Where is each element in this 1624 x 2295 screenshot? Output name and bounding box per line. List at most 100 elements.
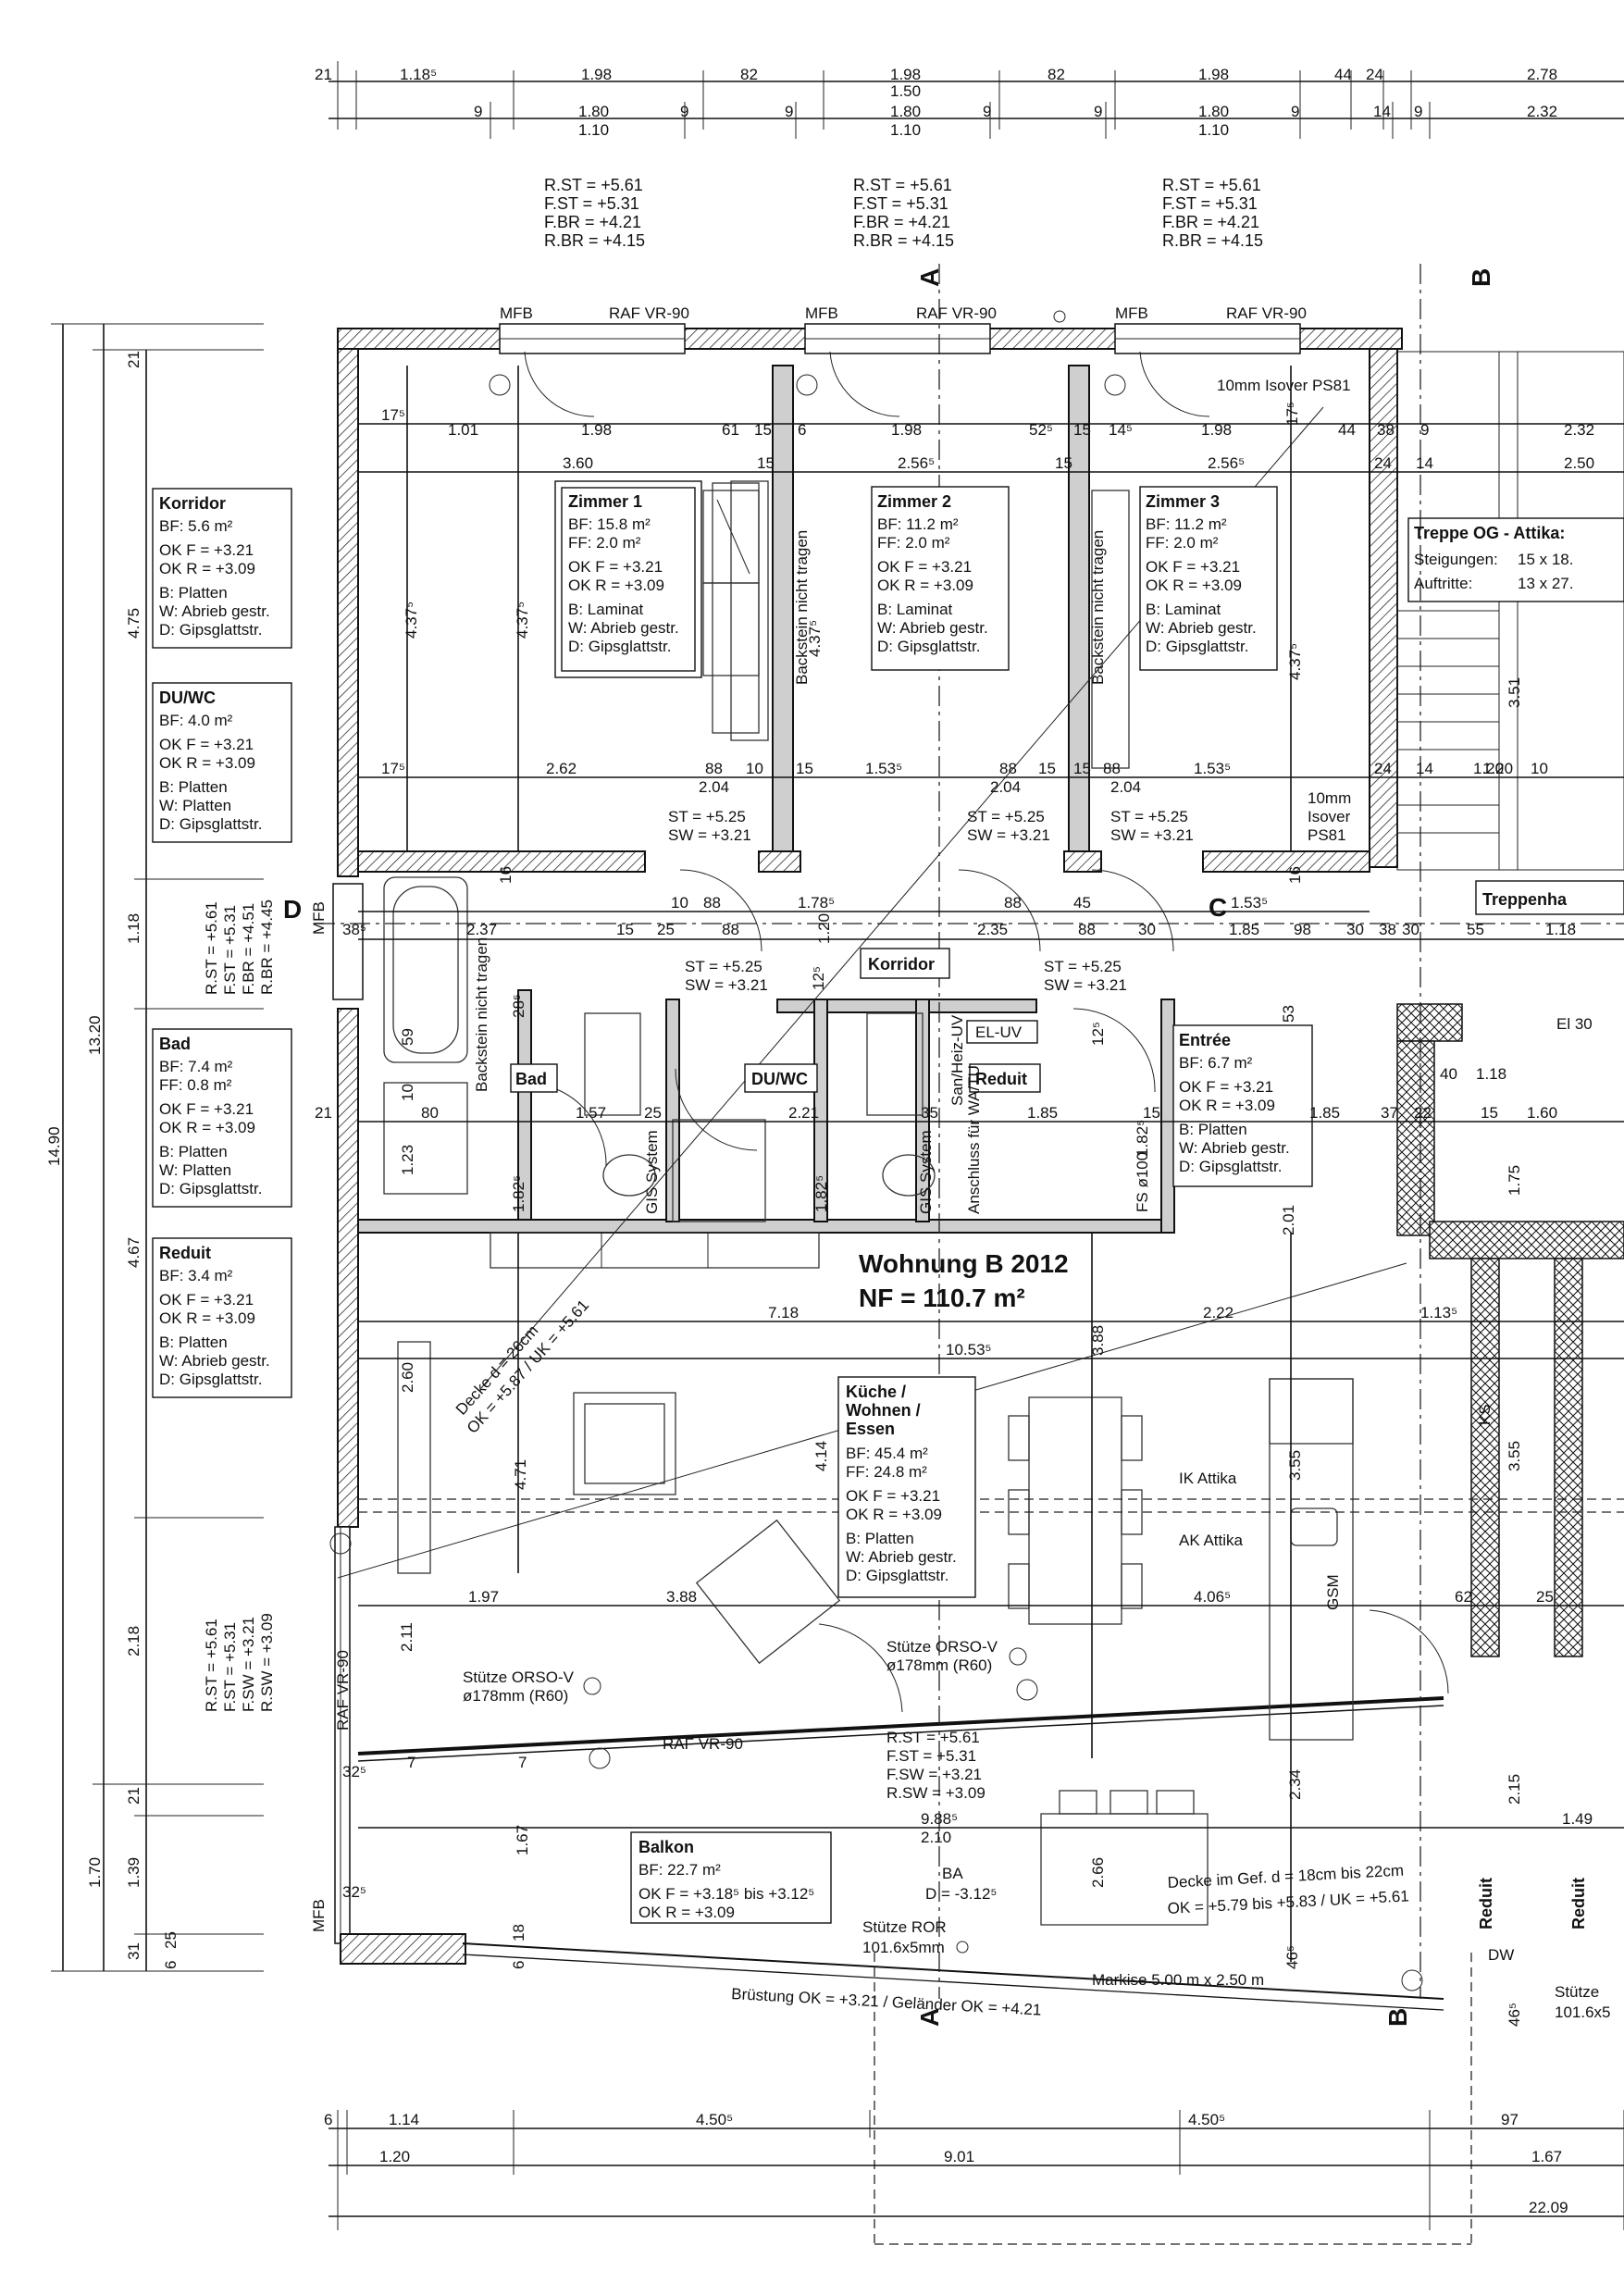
svg-text:3.88: 3.88 bbox=[1089, 1325, 1107, 1356]
svg-text:F.ST = +5.31: F.ST = +5.31 bbox=[544, 194, 639, 213]
svg-text:F.SW = +3.21: F.SW = +3.21 bbox=[240, 1617, 257, 1712]
svg-text:40: 40 bbox=[1440, 1065, 1457, 1083]
svg-text:ST = +5.25: ST = +5.25 bbox=[967, 808, 1045, 825]
svg-text:Korridor: Korridor bbox=[159, 494, 226, 513]
bottom-dim-9: 22.09 bbox=[1529, 2199, 1568, 2216]
svg-text:B: Platten: B: Platten bbox=[1179, 1121, 1247, 1138]
svg-text:D: Gipsglattstr.: D: Gipsglattstr. bbox=[877, 638, 980, 655]
top-dim-2: 1.18⁵ bbox=[400, 66, 437, 83]
svg-text:OK R = +3.09: OK R = +3.09 bbox=[877, 577, 973, 594]
top-dim-9: 44 bbox=[1334, 66, 1352, 83]
svg-text:Bad: Bad bbox=[515, 1070, 547, 1088]
section-markers: A A B B C D bbox=[283, 268, 1495, 2027]
svg-text:4.06⁵: 4.06⁵ bbox=[1194, 1588, 1231, 1606]
svg-text:OK F = +3.21: OK F = +3.21 bbox=[159, 541, 254, 559]
svg-text:BF: 45.4 m²: BF: 45.4 m² bbox=[846, 1445, 928, 1462]
svg-text:BF: 7.4 m²: BF: 7.4 m² bbox=[159, 1058, 233, 1075]
svg-text:Reduit: Reduit bbox=[975, 1070, 1027, 1088]
room-tags: Korridor Bad DU/WC Reduit EL-UV bbox=[510, 948, 1041, 1093]
svg-text:B: Platten: B: Platten bbox=[159, 1143, 228, 1160]
svg-text:Backstein nicht tragen: Backstein nicht tragen bbox=[793, 530, 811, 685]
svg-text:W: Abrieb gestr.: W: Abrieb gestr. bbox=[159, 602, 270, 620]
left-dim-mid-2: 1.70 bbox=[86, 1857, 104, 1888]
svg-text:F.BR = +4.51: F.BR = +4.51 bbox=[240, 903, 257, 995]
svg-text:BF: 6.7 m²: BF: 6.7 m² bbox=[1179, 1054, 1253, 1072]
svg-text:Decke im Gef. d = 18cm bis 22: Decke im Gef. d = 18cm bis 22cm bbox=[1167, 1862, 1404, 1892]
svg-text:1.53⁵: 1.53⁵ bbox=[1194, 760, 1231, 777]
svg-text:1.13⁵: 1.13⁵ bbox=[1420, 1304, 1457, 1321]
svg-text:15 x 18.: 15 x 18. bbox=[1518, 551, 1574, 568]
top-dimension-chains: 21 1.18⁵ 1.98 82 1.98 1.50 82 1.98 44 24… bbox=[315, 61, 1624, 139]
svg-text:1.60: 1.60 bbox=[1527, 1104, 1557, 1122]
svg-text:EL-UV: EL-UV bbox=[975, 1023, 1023, 1041]
top-dim2-11: 1.10 bbox=[1198, 121, 1229, 139]
room-kueche-wohnen-essen: Küche / Wohnen / Essen BF: 45.4 m² FF: 2… bbox=[837, 1376, 976, 1598]
svg-text:21: 21 bbox=[125, 1787, 143, 1805]
svg-text:17⁵: 17⁵ bbox=[381, 406, 405, 424]
svg-text:4.14: 4.14 bbox=[812, 1441, 830, 1471]
top-dim2-6: 1.80 bbox=[890, 103, 921, 120]
svg-text:Auftritte:: Auftritte: bbox=[1414, 575, 1472, 592]
svg-text:1.78⁵: 1.78⁵ bbox=[798, 894, 835, 912]
svg-text:FF: 2.0 m²: FF: 2.0 m² bbox=[1146, 534, 1219, 552]
svg-text:1.53⁵: 1.53⁵ bbox=[865, 760, 902, 777]
svg-text:101.6x5mm: 101.6x5mm bbox=[862, 1939, 945, 1956]
svg-text:R.BR = +4.15: R.BR = +4.15 bbox=[853, 231, 954, 250]
svg-text:2.35: 2.35 bbox=[977, 921, 1008, 938]
svg-text:SW = +3.21: SW = +3.21 bbox=[967, 826, 1050, 844]
top-dim-6: 1.50 bbox=[890, 82, 921, 100]
svg-text:OK F = +3.21: OK F = +3.21 bbox=[159, 1291, 254, 1309]
svg-text:25: 25 bbox=[644, 1104, 662, 1122]
svg-text:1.18: 1.18 bbox=[1545, 921, 1576, 938]
svg-text:OK R = +3.09: OK R = +3.09 bbox=[568, 577, 664, 594]
svg-text:88: 88 bbox=[703, 894, 721, 912]
bottom-dim-7: 9.01 bbox=[944, 2148, 974, 2165]
svg-text:88: 88 bbox=[1004, 894, 1022, 912]
svg-text:2.50: 2.50 bbox=[1564, 454, 1594, 472]
svg-text:F.ST = +5.31: F.ST = +5.31 bbox=[221, 1622, 239, 1712]
room-entree: Entrée BF: 6.7 m² OK F = +3.21 OK R = +3… bbox=[1172, 1024, 1313, 1187]
svg-text:4.37⁵: 4.37⁵ bbox=[1286, 643, 1304, 680]
section-b-top: B bbox=[1467, 268, 1495, 287]
furniture bbox=[383, 480, 1354, 1926]
room-zimmer-1: Zimmer 1 BF: 15.8 m² FF: 2.0 m² OK F = +… bbox=[554, 480, 702, 678]
section-c: C bbox=[1209, 893, 1227, 922]
svg-text:F.BR = +4.21: F.BR = +4.21 bbox=[1162, 213, 1259, 231]
svg-text:F.ST = +5.31: F.ST = +5.31 bbox=[1162, 194, 1258, 213]
svg-text:SW = +3.21: SW = +3.21 bbox=[1044, 976, 1127, 994]
svg-text:25: 25 bbox=[162, 1931, 180, 1949]
interior-dimension-lines bbox=[358, 366, 1624, 1962]
svg-text:15: 15 bbox=[754, 421, 772, 439]
svg-text:D = -3.12⁵: D = -3.12⁵ bbox=[925, 1885, 997, 1903]
svg-text:W: Abrieb gestr.: W: Abrieb gestr. bbox=[846, 1548, 957, 1566]
svg-text:2.04: 2.04 bbox=[699, 778, 729, 796]
svg-text:ST = +5.25: ST = +5.25 bbox=[1110, 808, 1188, 825]
svg-text:1.49: 1.49 bbox=[1562, 1810, 1593, 1828]
svg-text:B: Platten: B: Platten bbox=[159, 778, 228, 796]
section-a-top: A bbox=[915, 268, 944, 287]
svg-text:1.98: 1.98 bbox=[581, 421, 612, 439]
window-levels-3: R.ST = +5.61 F.ST = +5.31 F.BR = +4.21 R… bbox=[1162, 176, 1263, 250]
top-dim-10: 24 bbox=[1366, 66, 1383, 83]
svg-text:Stütze ROR: Stütze ROR bbox=[862, 1918, 947, 1936]
svg-text:3.88: 3.88 bbox=[666, 1588, 697, 1606]
svg-text:D: Gipsglattstr.: D: Gipsglattstr. bbox=[159, 1180, 262, 1197]
svg-text:7: 7 bbox=[518, 1754, 527, 1771]
svg-text:MFB: MFB bbox=[310, 1899, 328, 1932]
svg-text:FF: 24.8 m²: FF: 24.8 m² bbox=[846, 1463, 927, 1481]
svg-text:Steigungen:: Steigungen: bbox=[1414, 551, 1498, 568]
svg-text:52⁵: 52⁵ bbox=[1029, 421, 1053, 439]
svg-text:ø178mm (R60): ø178mm (R60) bbox=[886, 1656, 992, 1674]
top-dim2-1: 9 bbox=[474, 103, 482, 120]
svg-text:62: 62 bbox=[1455, 1588, 1472, 1606]
svg-text:38: 38 bbox=[1377, 421, 1395, 439]
svg-text:R.SW = +3.09: R.SW = +3.09 bbox=[886, 1784, 986, 1802]
section-b-bottom: B bbox=[1383, 2008, 1412, 2027]
top-dim-7: 82 bbox=[1048, 66, 1065, 83]
svg-text:Isover: Isover bbox=[1308, 808, 1351, 825]
svg-text:FS ø100: FS ø100 bbox=[1134, 1152, 1151, 1212]
svg-text:25: 25 bbox=[1536, 1588, 1554, 1606]
svg-text:2.34: 2.34 bbox=[1286, 1769, 1304, 1800]
svg-text:88: 88 bbox=[722, 921, 739, 938]
svg-text:4.71: 4.71 bbox=[512, 1459, 529, 1490]
